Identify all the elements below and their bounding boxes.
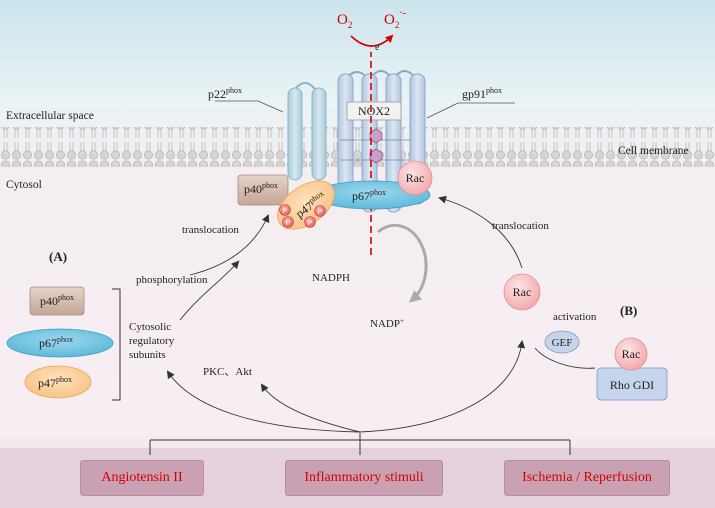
oxygen-label: O2	[337, 12, 352, 30]
lipid-bilayer	[0, 127, 715, 167]
p22phox-protein	[287, 82, 327, 181]
cytosolic-label-1: Cytosolic	[129, 321, 171, 333]
translocation-arrow-right	[438, 195, 523, 269]
extracellular-label: Extracellular space	[6, 110, 94, 122]
nox2-label: NOX2	[358, 104, 390, 118]
p22phox-label: p22phox	[208, 86, 242, 101]
p40phox-bound	[237, 174, 289, 206]
panel-a-label: (A)	[49, 249, 67, 264]
rac-active	[503, 273, 541, 311]
panel-b-label: (B)	[620, 303, 637, 318]
electron-label: e-	[375, 40, 382, 53]
stimulus-arrow-subunits	[166, 370, 361, 433]
nadph-cycle-arrow	[377, 223, 428, 303]
stimulus-arrow-kinases	[260, 383, 361, 433]
pkc-akt-label: PKC、Akt	[203, 366, 252, 378]
rac-bound-label: Rac	[406, 171, 425, 185]
svg-text:P: P	[286, 220, 291, 227]
cytosolic-label-3: subunits	[129, 349, 166, 361]
phosphate-groups: P P P P	[279, 204, 326, 228]
p67phox-free	[6, 328, 114, 358]
translocation-right-label: translocation	[492, 220, 549, 232]
p67phox-bound-label: p67phox	[352, 188, 386, 203]
trigger-angiotensin[interactable]: Angiotensin II	[80, 460, 204, 496]
nox2-box	[346, 101, 402, 121]
rac-inactive	[614, 337, 648, 371]
gp91phox-label: gp91phox	[462, 86, 502, 101]
nadph-label: NADPH	[312, 272, 350, 284]
oxygen-reduction-arrow	[350, 34, 394, 47]
svg-text:P: P	[308, 220, 313, 227]
translocation-left-label: translocation	[182, 224, 239, 236]
svg-text:P: P	[318, 209, 323, 216]
activation-label: activation	[553, 311, 597, 323]
stimulus-arrow-rac	[359, 340, 526, 433]
gef-protein	[544, 330, 580, 354]
p47phox-bound	[277, 180, 335, 230]
subunit-bracket	[112, 288, 121, 401]
gef-label: GEF	[552, 337, 573, 349]
trigger-ischemia[interactable]: Ischemia / Reperfusion	[504, 460, 670, 496]
svg-text:P: P	[283, 208, 288, 215]
superoxide-label: O2·-	[384, 8, 406, 30]
membrane-label: Cell membrane	[618, 145, 689, 157]
activation-curve	[534, 347, 596, 369]
p47phox-free	[24, 365, 92, 399]
rac-active-label: Rac	[513, 285, 532, 299]
trigger-inflammatory[interactable]: Inflammatory stimuli	[285, 460, 443, 496]
cytosol-label: Cytosol	[6, 179, 42, 191]
p40phox-bound-label: p40phox	[244, 181, 278, 196]
nadp-label: NADP+	[370, 317, 404, 330]
p22-leader-line	[257, 100, 284, 113]
rac-bound	[397, 160, 433, 196]
rho-gdi-label: Rho GDI	[610, 378, 654, 392]
p40phox-free	[29, 286, 85, 316]
phosphorylation-label: phosphorylation	[136, 274, 208, 286]
cytosolic-label-2: regulatory	[129, 335, 175, 347]
p40phox-free-label: p40phox	[40, 293, 74, 308]
p47phox-free-label: p47phox	[38, 375, 72, 390]
rac-inactive-label: Rac	[622, 347, 641, 361]
p67phox-free-label: p67phox	[39, 335, 73, 350]
phosphorylation-arrow	[179, 260, 240, 321]
translocation-arrow-left	[189, 214, 270, 276]
gp91-leader-line	[426, 102, 459, 119]
